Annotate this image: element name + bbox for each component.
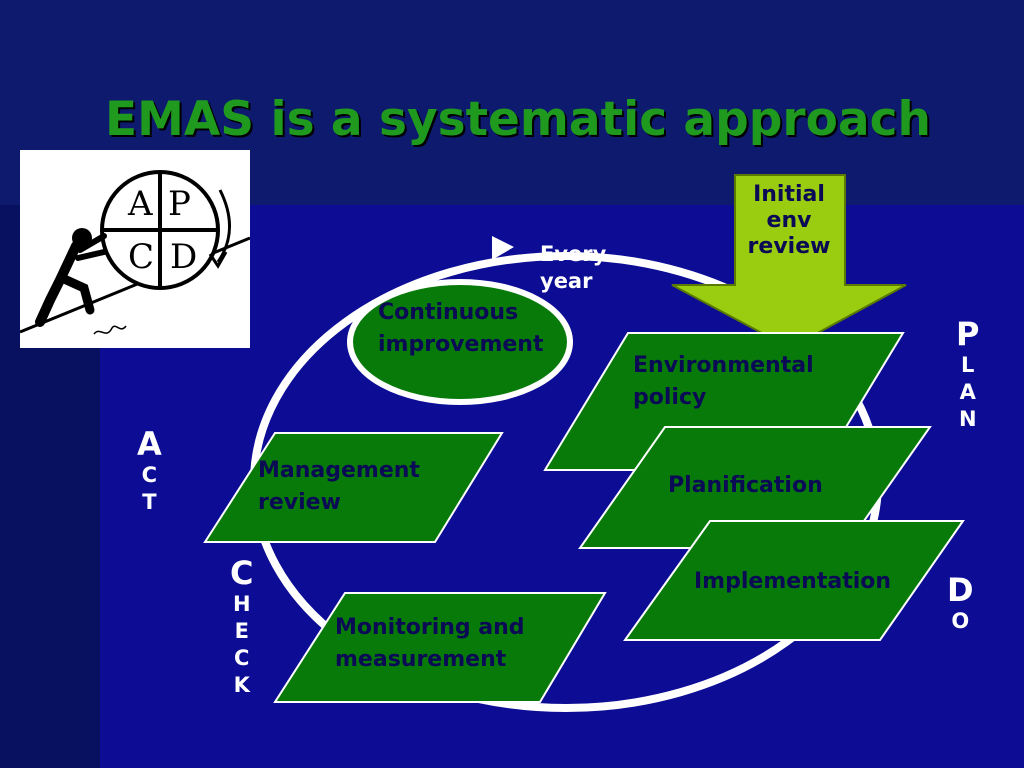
check-label: C H E C K xyxy=(230,554,254,698)
planification-label: Planification xyxy=(668,473,823,498)
implementation-box xyxy=(623,520,965,641)
continuous-improvement-ellipse xyxy=(347,279,573,405)
plan-label: P L A N xyxy=(956,315,980,432)
cycle-arrowhead xyxy=(492,236,514,260)
pdca-cartoon-image: A P C D xyxy=(19,150,251,348)
monitoring-label: Monitoring and measurement xyxy=(335,615,525,672)
implementation-label: Implementation xyxy=(694,569,892,594)
slide-title: EMAS is a systematic approach xyxy=(105,92,931,147)
management-review-box xyxy=(203,432,504,543)
svg-text:D: D xyxy=(170,237,197,277)
act-label: A C T xyxy=(137,425,162,514)
svg-text:A: A xyxy=(127,184,153,224)
every-year-label: Every year xyxy=(540,242,607,294)
monitoring-box xyxy=(273,592,607,703)
initial-review-label: Initial env review xyxy=(747,182,831,259)
continuous-improvement-label: Continuous improvement xyxy=(378,300,544,357)
do-label: D O xyxy=(947,571,974,633)
svg-text:P: P xyxy=(168,184,191,224)
management-review-label: Management review xyxy=(258,458,420,515)
svg-text:C: C xyxy=(128,237,154,277)
initial-review-arrow xyxy=(671,174,907,350)
environmental-policy-label: Environmental policy xyxy=(633,353,814,410)
